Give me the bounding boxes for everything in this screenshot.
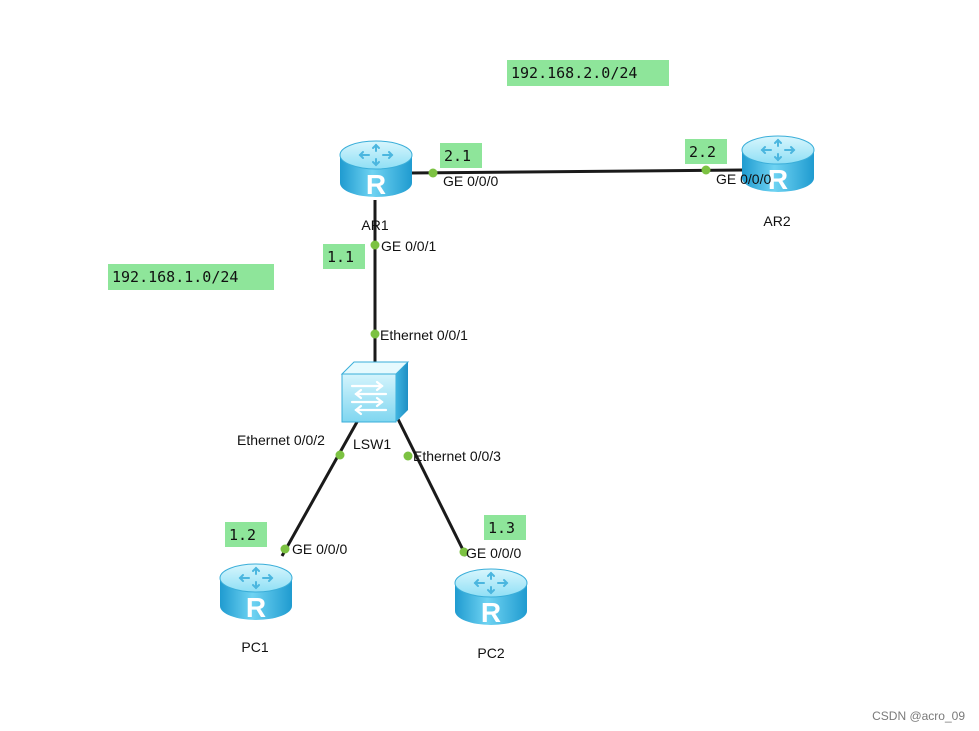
link-lsw1-pc1 bbox=[280, 412, 364, 557]
device-ar2[interactable]: R AR2 bbox=[741, 135, 815, 229]
port-label-ar2-ge000: GE 0/0/0 bbox=[716, 171, 771, 187]
port-dot bbox=[403, 451, 413, 461]
address-text: 2.2 bbox=[689, 143, 716, 161]
device-label-ar2: AR2 bbox=[763, 213, 790, 229]
device-pc2[interactable]: R PC2 bbox=[454, 568, 528, 661]
address-labels: 192.168.2.0/24 192.168.1.0/24 2.1 2.2 1.… bbox=[108, 60, 727, 547]
links-layer bbox=[280, 168, 744, 557]
address-label-ar1-lan: 1.1 bbox=[323, 244, 365, 269]
device-lsw1[interactable]: LSW1 bbox=[340, 360, 410, 452]
port-dot bbox=[280, 544, 290, 554]
port-dot bbox=[335, 450, 345, 460]
link-lsw1-pc2 bbox=[393, 412, 468, 557]
port-dot bbox=[370, 240, 380, 250]
port-dot bbox=[370, 329, 380, 339]
port-label-pc1-ge000: GE 0/0/0 bbox=[292, 541, 347, 557]
subnet-text-lan: 192.168.1.0/24 bbox=[112, 268, 238, 286]
device-label-pc1: PC1 bbox=[241, 639, 268, 655]
port-dot bbox=[428, 168, 438, 178]
port-label-lsw1-eth002: Ethernet 0/0/2 bbox=[237, 432, 325, 448]
subnet-label-wan: 192.168.2.0/24 bbox=[507, 60, 669, 86]
router-glyph: R bbox=[246, 592, 266, 623]
address-text: 1.1 bbox=[327, 248, 354, 266]
address-text: 1.2 bbox=[229, 526, 256, 544]
device-label-pc2: PC2 bbox=[477, 645, 504, 661]
port-label-ar1-ge000: GE 0/0/0 bbox=[443, 173, 498, 189]
port-label-lsw1-eth003: Ethernet 0/0/3 bbox=[413, 448, 501, 464]
port-label-ar1-ge001: GE 0/0/1 bbox=[381, 238, 436, 254]
watermark: CSDN @acro_09 bbox=[872, 709, 965, 723]
device-pc1[interactable]: R PC1 bbox=[219, 563, 293, 655]
subnet-label-lan: 192.168.1.0/24 bbox=[108, 264, 274, 290]
port-dot bbox=[701, 165, 711, 175]
address-label-ar1-wan: 2.1 bbox=[440, 143, 482, 168]
address-label-pc2: 1.3 bbox=[484, 515, 526, 540]
switch-icon bbox=[340, 360, 410, 424]
address-text: 1.3 bbox=[488, 519, 515, 537]
port-dots bbox=[280, 165, 711, 557]
address-text: 2.1 bbox=[444, 147, 471, 165]
router-glyph: R bbox=[481, 597, 501, 628]
router-glyph: R bbox=[768, 164, 788, 195]
port-label-pc2-ge000: GE 0/0/0 bbox=[466, 545, 521, 561]
address-label-pc1: 1.2 bbox=[225, 522, 267, 547]
router-glyph: R bbox=[366, 169, 386, 200]
subnet-text-wan: 192.168.2.0/24 bbox=[511, 64, 637, 82]
port-label-lsw1-eth001: Ethernet 0/0/1 bbox=[380, 327, 468, 343]
device-label-ar1: AR1 bbox=[361, 217, 388, 233]
address-label-ar2-wan: 2.2 bbox=[685, 139, 727, 164]
port-dot bbox=[459, 547, 469, 557]
device-ar1[interactable]: R AR1 bbox=[339, 140, 413, 233]
link-ar1-ar2 bbox=[409, 168, 744, 175]
port-labels: GE 0/0/0 GE 0/0/0 GE 0/0/1 Ethernet 0/0/… bbox=[237, 171, 771, 561]
device-label-lsw1: LSW1 bbox=[353, 436, 391, 452]
